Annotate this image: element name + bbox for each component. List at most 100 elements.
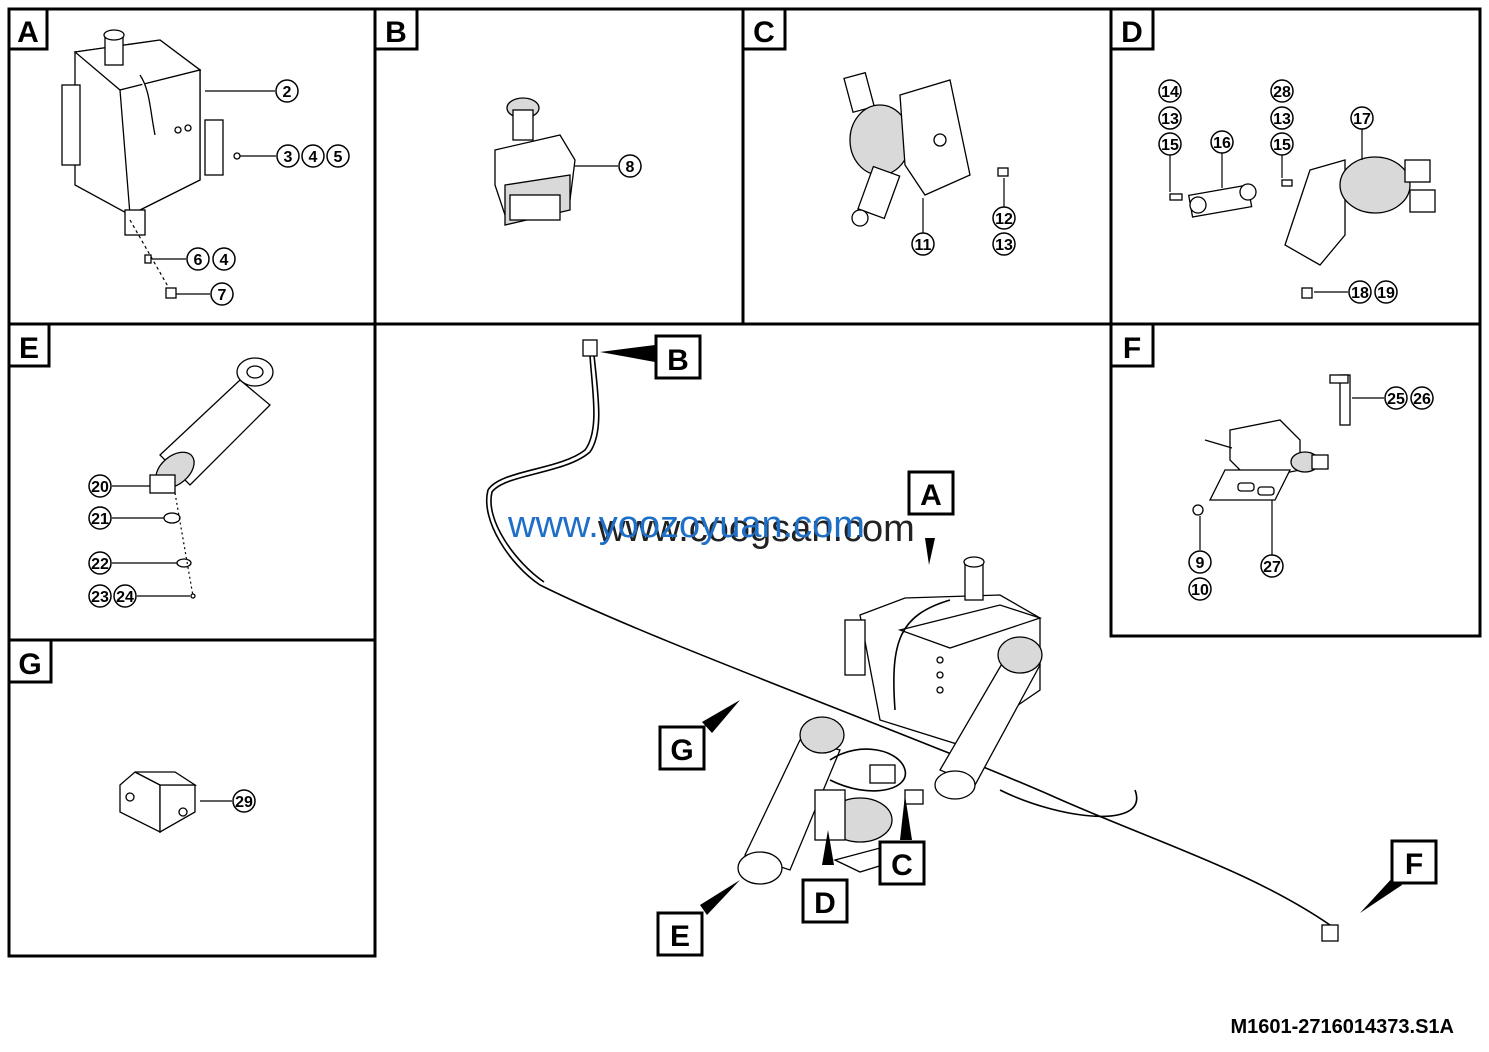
callout-19 bbox=[1374, 280, 1398, 304]
svg-text:11: 11 bbox=[915, 237, 932, 254]
svg-text:8: 8 bbox=[626, 159, 635, 176]
callout-25 bbox=[1384, 386, 1408, 410]
cylinder-drawing bbox=[149, 357, 274, 599]
callouts-panel-d: 14 13 15 16 28 13 15 17 18 19 bbox=[1158, 79, 1398, 304]
svg-text:16: 16 bbox=[1213, 135, 1231, 152]
svg-text:G: G bbox=[18, 648, 41, 681]
panel-f-frame bbox=[1109, 322, 1482, 638]
svg-text:20: 20 bbox=[91, 479, 109, 496]
callout-4 bbox=[301, 144, 325, 168]
callout-5 bbox=[326, 144, 350, 168]
svg-text:2: 2 bbox=[283, 84, 292, 101]
svg-text:15: 15 bbox=[1161, 137, 1179, 154]
callout-10 bbox=[1188, 577, 1212, 601]
panel-g-frame bbox=[7, 638, 377, 958]
svg-text:17: 17 bbox=[1353, 111, 1371, 128]
svg-text:E: E bbox=[19, 332, 39, 365]
panel-letter-c: C bbox=[741, 7, 787, 51]
drawing-code: M1601-2716014373.S1A bbox=[1230, 1016, 1454, 1038]
svg-text:B: B bbox=[385, 16, 407, 49]
svg-text:B: B bbox=[667, 344, 689, 377]
main-label-c: C bbox=[878, 840, 926, 886]
svg-text:22: 22 bbox=[91, 556, 109, 573]
callout-7 bbox=[210, 282, 234, 306]
svg-text:15: 15 bbox=[1273, 137, 1291, 154]
svg-text:24: 24 bbox=[116, 589, 134, 606]
main-label-b: B bbox=[654, 334, 702, 380]
main-label-f: F bbox=[1390, 839, 1438, 885]
panel-letter-a: A bbox=[7, 7, 49, 51]
callout-12 bbox=[992, 206, 1016, 230]
callout-13 bbox=[992, 232, 1016, 256]
callouts-panel-b: 8 bbox=[575, 154, 642, 178]
callouts-panel-e: 20 21 22 23 24 bbox=[88, 474, 190, 608]
svg-text:4: 4 bbox=[309, 149, 318, 166]
callout-18 bbox=[1348, 280, 1372, 304]
watermark-black: www.coogsan.com bbox=[597, 508, 915, 550]
svg-text:21: 21 bbox=[91, 511, 109, 528]
callout-3 bbox=[276, 144, 300, 168]
main-label-d: D bbox=[801, 878, 849, 924]
svg-text:E: E bbox=[670, 920, 690, 953]
callouts-panel-f: 25 26 9 10 27 bbox=[1188, 386, 1434, 601]
svg-text:13: 13 bbox=[1273, 111, 1291, 128]
callout-6 bbox=[186, 247, 210, 271]
svg-text:28: 28 bbox=[1273, 84, 1291, 101]
callout-21 bbox=[88, 506, 112, 530]
main-label-a: A bbox=[907, 470, 955, 516]
callout-13b bbox=[1158, 106, 1182, 130]
callouts-panel-a: 2 3 4 5 6 4 7 bbox=[129, 79, 350, 306]
svg-text:D: D bbox=[1121, 16, 1143, 49]
callout-13c bbox=[1270, 106, 1294, 130]
callout-29 bbox=[232, 789, 256, 813]
callout-9 bbox=[1188, 550, 1212, 574]
svg-text:F: F bbox=[1123, 332, 1141, 365]
callout-8 bbox=[618, 154, 642, 178]
callout-26 bbox=[1410, 386, 1434, 410]
callout-2 bbox=[275, 79, 299, 103]
callouts-panel-g: 29 bbox=[200, 789, 256, 813]
callout-23 bbox=[88, 584, 112, 608]
main-label-g: G bbox=[658, 725, 706, 771]
svg-text:13: 13 bbox=[995, 237, 1013, 254]
svg-text:G: G bbox=[670, 734, 693, 767]
callout-11 bbox=[911, 232, 935, 256]
pump-drawing bbox=[843, 71, 1009, 227]
bracket-drawing bbox=[119, 771, 198, 834]
main-assembly bbox=[485, 339, 1339, 942]
svg-text:26: 26 bbox=[1413, 391, 1431, 408]
callout-14 bbox=[1158, 79, 1182, 103]
svg-text:19: 19 bbox=[1377, 285, 1395, 302]
svg-text:6: 6 bbox=[194, 252, 203, 269]
panel-letter-b: B bbox=[373, 7, 419, 51]
svg-text:A: A bbox=[920, 479, 942, 512]
main-label-e: E bbox=[656, 911, 704, 957]
svg-text:23: 23 bbox=[91, 589, 109, 606]
svg-text:18: 18 bbox=[1351, 285, 1369, 302]
callout-4b bbox=[212, 247, 236, 271]
callout-24 bbox=[113, 584, 137, 608]
watermark-blue: www.yoozoyuan.com bbox=[507, 504, 865, 546]
panel-letter-f: F bbox=[1109, 322, 1155, 368]
panel-letter-g: G bbox=[7, 638, 53, 684]
svg-text:9: 9 bbox=[1196, 555, 1205, 572]
svg-text:4: 4 bbox=[220, 252, 229, 269]
callout-28 bbox=[1270, 79, 1294, 103]
svg-text:C: C bbox=[753, 16, 775, 49]
svg-text:10: 10 bbox=[1191, 582, 1209, 599]
svg-text:D: D bbox=[814, 887, 836, 920]
panel-letter-d: D bbox=[1109, 7, 1155, 51]
panel-letter-e: E bbox=[7, 322, 51, 368]
svg-text:29: 29 bbox=[235, 794, 253, 811]
svg-text:14: 14 bbox=[1161, 84, 1179, 101]
svg-text:A: A bbox=[17, 16, 39, 49]
valve-drawing bbox=[494, 97, 576, 226]
svg-text:25: 25 bbox=[1387, 391, 1405, 408]
svg-text:12: 12 bbox=[995, 211, 1013, 228]
callout-22 bbox=[88, 551, 112, 575]
svg-text:F: F bbox=[1405, 848, 1423, 881]
svg-text:7: 7 bbox=[218, 287, 227, 304]
svg-text:C: C bbox=[891, 849, 913, 882]
callouts-panel-c: 11 12 13 bbox=[911, 178, 1016, 256]
